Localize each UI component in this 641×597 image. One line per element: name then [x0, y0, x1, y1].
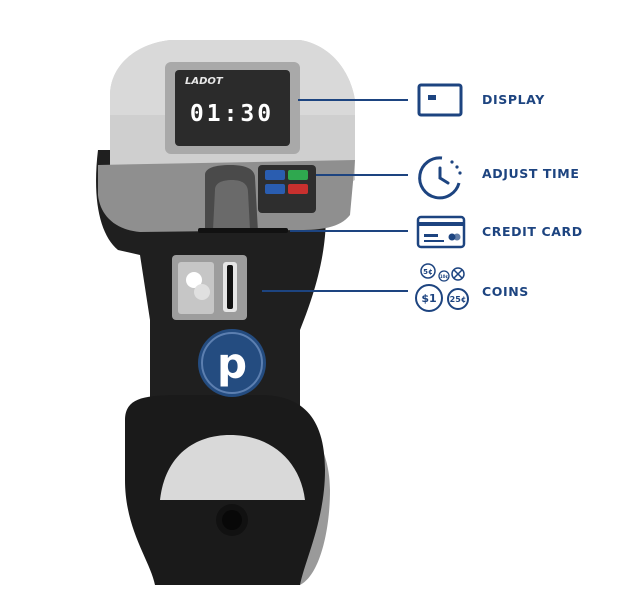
keypad-blue-button-2[interactable] — [265, 184, 285, 194]
parking-logo — [198, 329, 266, 397]
keypad-green-button[interactable] — [288, 170, 308, 180]
dollar-coin — [415, 284, 443, 312]
display-label: DISPLAY — [482, 92, 545, 107]
key-hole-icon — [222, 510, 242, 530]
coins-icon: 5¢ 10¢ $1 25¢ — [415, 263, 469, 312]
coin-symbol-1 — [186, 272, 202, 288]
gauge-baseline — [160, 500, 305, 505]
clock-icon — [418, 156, 462, 200]
dollar-label: $1 — [421, 292, 436, 305]
card-slot — [198, 228, 288, 233]
nickel-label: 5¢ — [423, 268, 433, 276]
credit-card-icon — [416, 215, 466, 249]
parking-meter: LADOT 01:30 p — [96, 40, 355, 585]
dime-label: 10¢ — [440, 274, 449, 279]
adjust-time-label: ADJUST TIME — [482, 166, 580, 181]
keypad-red-button[interactable] — [288, 184, 308, 194]
quarter-label: 25¢ — [450, 295, 467, 304]
display-icon — [417, 83, 463, 117]
callout-lines — [262, 99, 408, 292]
card-reader-face — [213, 180, 250, 230]
dime-coin — [438, 270, 450, 282]
no-coin-icon — [451, 267, 465, 281]
gauge-window — [160, 435, 305, 500]
parking-logo-letter: p — [217, 339, 247, 388]
quarter-coin — [447, 288, 469, 310]
parking-logo-ring — [201, 332, 263, 394]
brand-label: LADOT — [185, 76, 224, 87]
coin-slot[interactable] — [227, 265, 233, 309]
keypad-blue-button[interactable] — [265, 170, 285, 180]
display-time: 01:30 — [190, 101, 274, 127]
coin-symbol-2 — [194, 284, 210, 300]
nickel-coin — [420, 263, 436, 279]
credit-card-label: CREDIT CARD — [482, 224, 583, 239]
coins-label: COINS — [482, 284, 529, 299]
display-screen — [175, 70, 290, 146]
